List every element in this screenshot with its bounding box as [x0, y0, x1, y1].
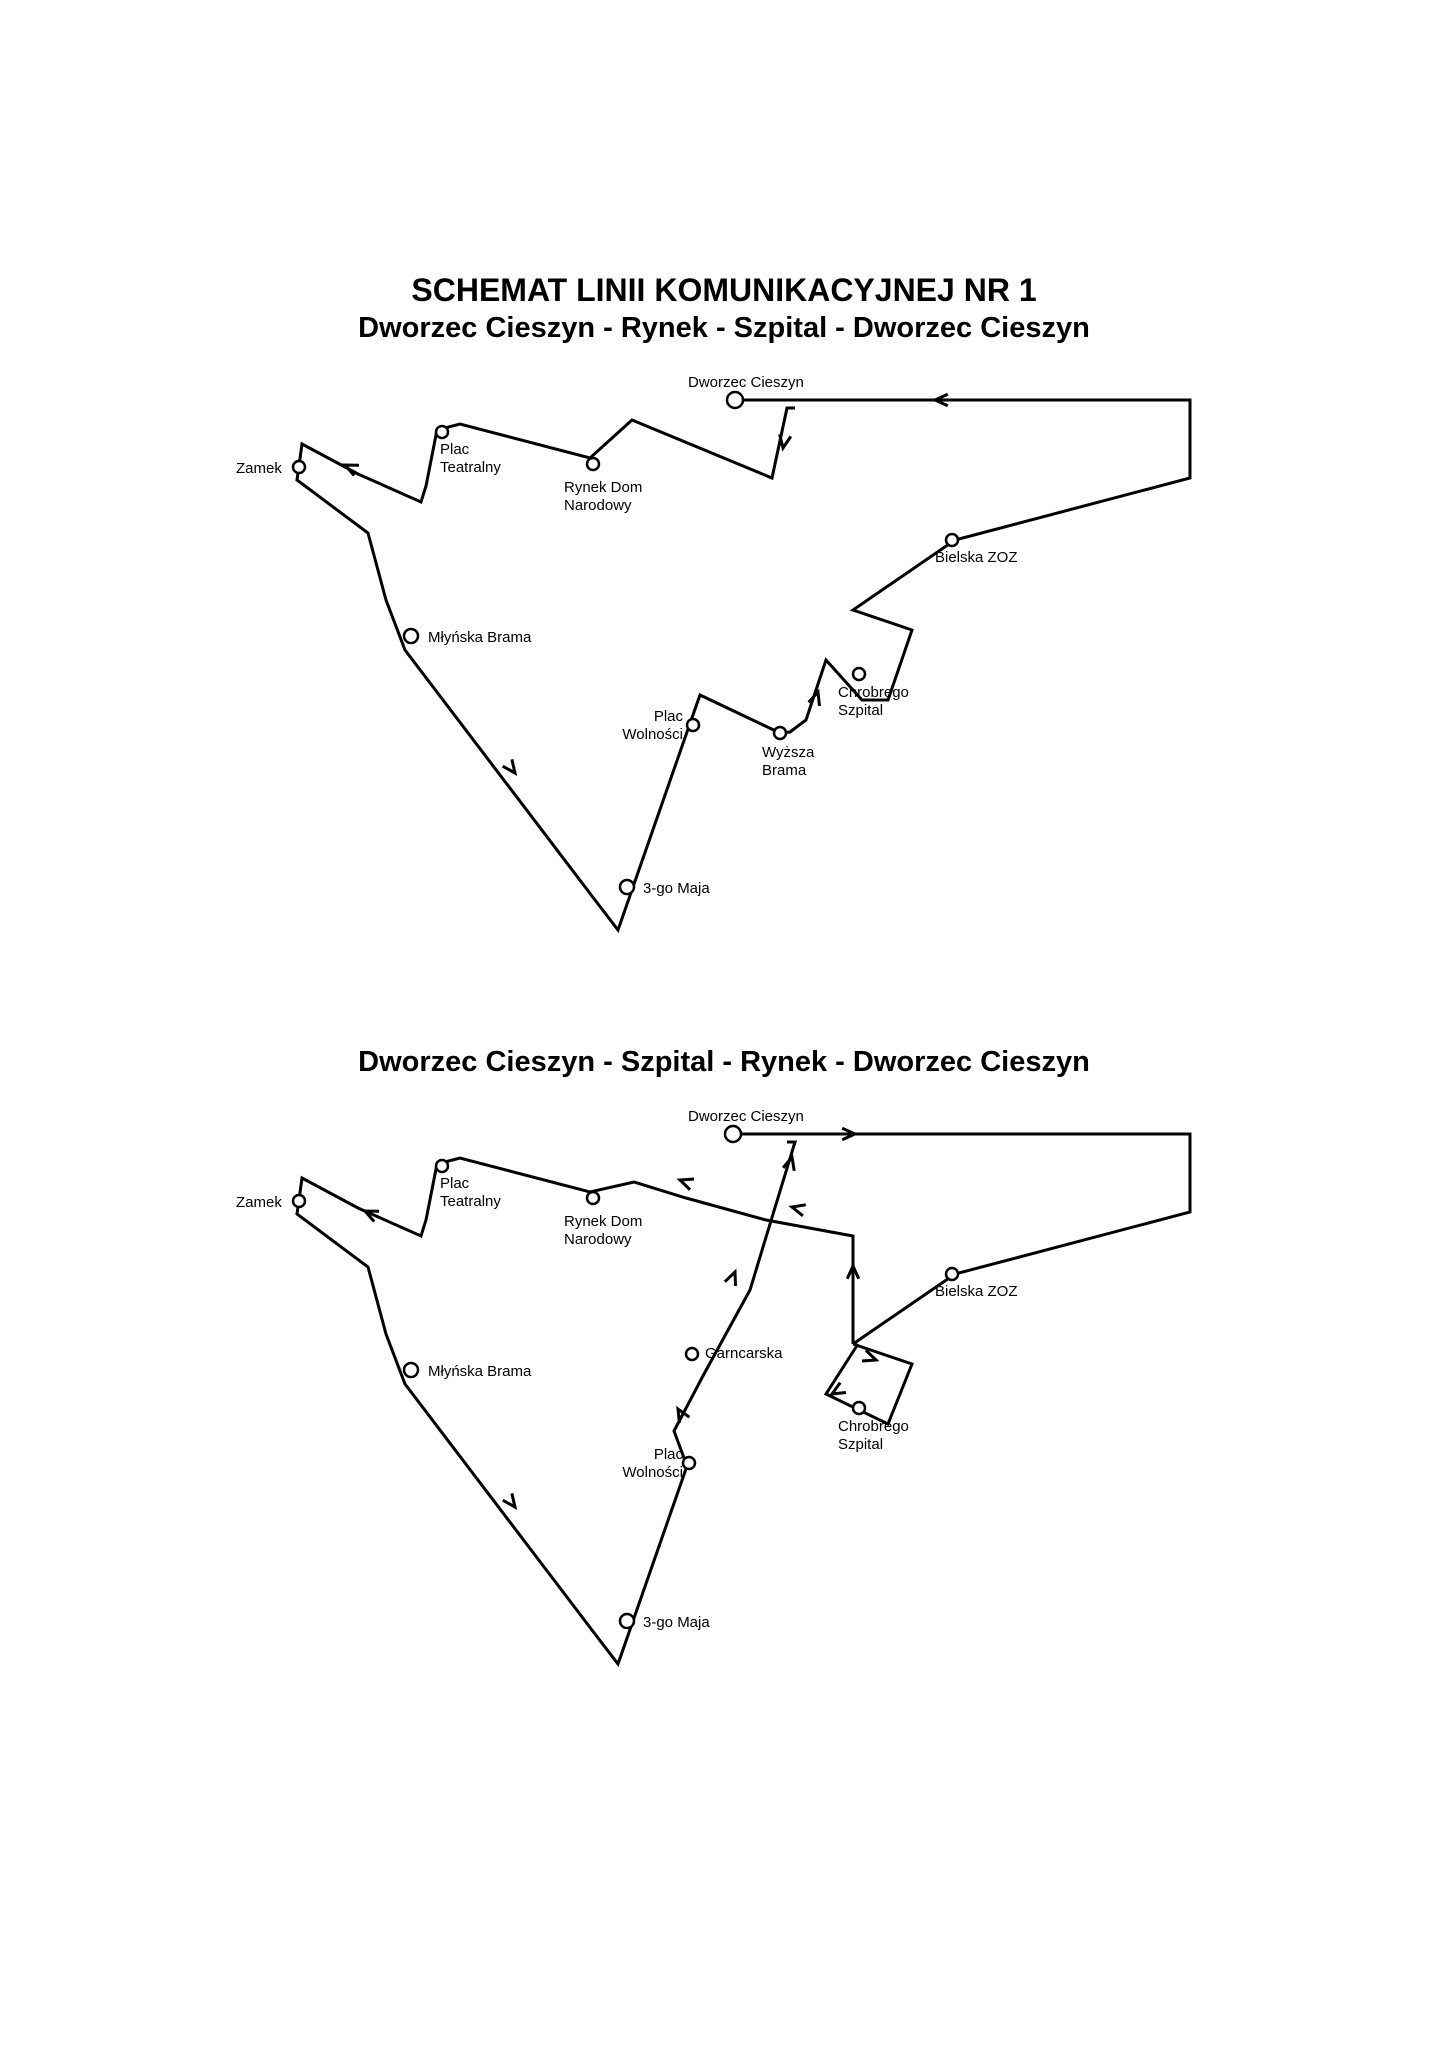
arrow-a-5 [807, 688, 821, 707]
label-bielska: Bielska ZOZ [935, 549, 1018, 566]
label-dworzec: Dworzec Cieszyn [688, 374, 804, 391]
stop-3-go-maja [618, 1612, 636, 1630]
arrow-b-11 [828, 1381, 847, 1396]
label-wyzsza: Brama [762, 762, 807, 779]
stop-plac-wolnosci [685, 717, 701, 733]
label-plac-teatralny: Plac [440, 1175, 470, 1192]
arrow-a-2 [778, 434, 793, 452]
route-a-line-east [735, 398, 1192, 735]
label-rynek: Narodowy [564, 1231, 632, 1248]
arrow-b-2 [845, 1262, 861, 1280]
stop-bielska [944, 532, 960, 548]
label-plac-teatralny: Teatralny [440, 1193, 501, 1210]
label-plac-wolnosci: Plac [654, 708, 684, 725]
label-chrobrego: Chrobrego [838, 1418, 909, 1435]
arrow-b-6 [502, 1493, 518, 1510]
label-plac-teatralny: Plac [440, 441, 470, 458]
label-plac-teatralny: Teatralny [440, 459, 501, 476]
route-b-line-north [733, 1132, 1192, 1346]
label-chrobrego: Szpital [838, 702, 883, 719]
stop-plac-wolnosci [681, 1455, 697, 1471]
route-a-title: Dworzec Cieszyn - Rynek - Szpital - Dwor… [358, 312, 1090, 344]
label-rynek: Rynek Dom [564, 1213, 642, 1230]
stop-dworzec [725, 390, 745, 410]
label-rynek: Rynek Dom [564, 479, 642, 496]
stop-chrobrego [851, 1400, 867, 1416]
route-b-line-hospital [823, 1342, 914, 1427]
label-mlynska: Młyńska Brama [428, 629, 532, 646]
label-zamek: Zamek [236, 460, 282, 477]
label-chrobrego: Szpital [838, 1436, 883, 1453]
label-dworzec: Dworzec Cieszyn [688, 1108, 804, 1125]
stop-wyzsza [772, 725, 788, 741]
stop-plac-teatralny [434, 424, 450, 440]
page-title: SCHEMAT LINII KOMUNIKACYJNEJ NR 1 [411, 272, 1037, 308]
arrow-a-4 [502, 759, 518, 776]
label-3-go-maja: 3-go Maja [643, 880, 710, 897]
stop-3-go-maja [618, 878, 636, 896]
arrow-b-1 [841, 1126, 859, 1142]
label-zamek: Zamek [236, 1194, 282, 1211]
arrow-b-8 [723, 1268, 738, 1287]
stop-mlynska [402, 1361, 420, 1379]
stop-garncarska [684, 1346, 700, 1362]
arrow-a-1 [931, 392, 949, 408]
stop-rynek [585, 1190, 601, 1206]
stop-bielska [944, 1266, 960, 1282]
label-mlynska: Młyńska Brama [428, 1363, 532, 1380]
route-b-line-main [295, 1140, 855, 1668]
label-bielska: Bielska ZOZ [935, 1283, 1018, 1300]
label-wyzsza: Wyższa [762, 744, 815, 761]
stop-rynek [585, 456, 601, 472]
route-a-line-west [295, 406, 795, 934]
label-plac-wolnosci: Wolności [622, 726, 683, 743]
arrow-b-3 [788, 1203, 807, 1217]
stop-chrobrego [851, 666, 867, 682]
arrow-b-4 [676, 1177, 695, 1191]
route-b-title: Dworzec Cieszyn - Szpital - Rynek - Dwor… [358, 1046, 1090, 1078]
label-3-go-maja: 3-go Maja [643, 1614, 710, 1631]
arrow-b-9 [782, 1153, 796, 1172]
arrow-b-5 [361, 1209, 380, 1223]
stop-mlynska [402, 627, 420, 645]
label-garncarska: Garncarska [705, 1345, 783, 1362]
stop-dworzec [723, 1124, 743, 1144]
label-plac-wolnosci: Plac [654, 1446, 684, 1463]
label-rynek: Narodowy [564, 497, 632, 514]
arrow-b-7 [676, 1405, 691, 1424]
stop-zamek [291, 1193, 307, 1209]
stop-zamek [291, 459, 307, 475]
label-chrobrego: Chrobrego [838, 684, 909, 701]
label-plac-wolnosci: Wolności [622, 1464, 683, 1481]
arrow-b-10 [861, 1349, 880, 1363]
stop-plac-teatralny [434, 1158, 450, 1174]
arrow-a-3 [341, 463, 360, 477]
